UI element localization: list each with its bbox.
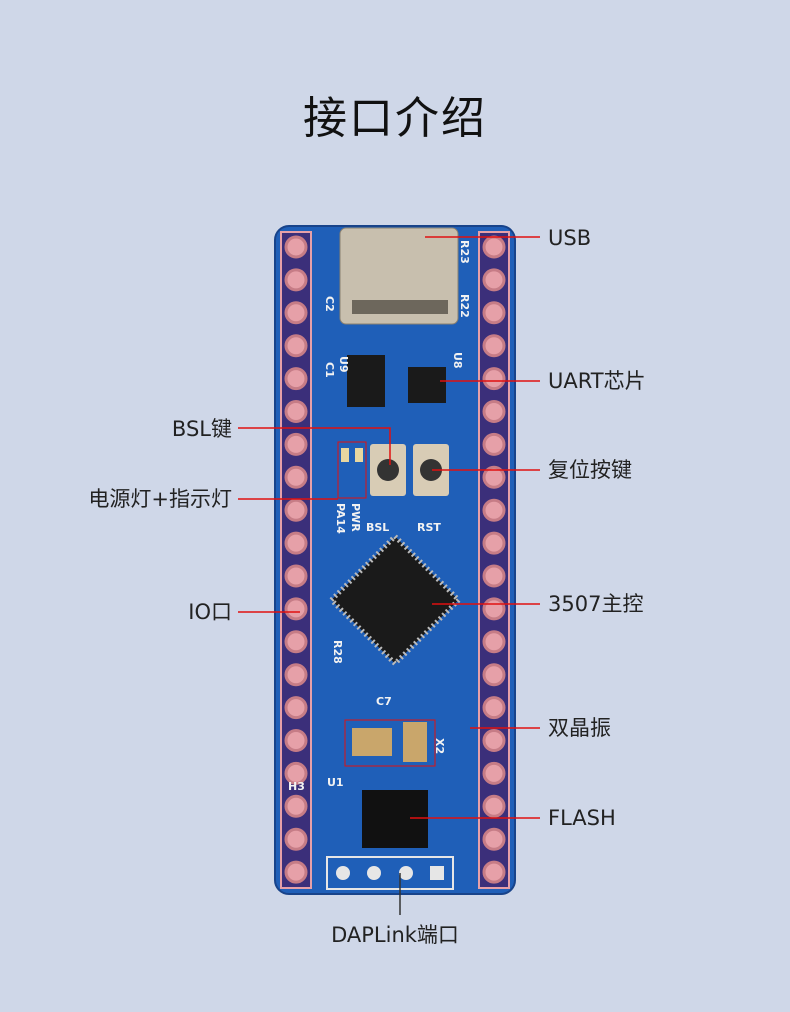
uart-chip — [408, 367, 446, 403]
voltage-regulator — [347, 355, 385, 407]
flash-chip — [362, 790, 428, 848]
header-pin — [284, 663, 308, 687]
label-io: IO口 — [188, 600, 232, 624]
header-pin — [284, 630, 308, 654]
silk-r22: R22 — [458, 294, 471, 318]
header-pin — [284, 827, 308, 851]
header-pin — [482, 400, 506, 423]
mcu-chip — [327, 532, 463, 668]
crystal-2 — [403, 722, 427, 762]
label-mcu: 3507主控 — [548, 592, 644, 616]
header-pin — [284, 597, 308, 621]
header-pin — [284, 432, 308, 456]
header-pin — [482, 794, 506, 818]
silk-u8: U8 — [451, 352, 464, 369]
header-pin — [482, 531, 506, 555]
header-pin — [284, 235, 308, 259]
header-pin — [284, 729, 308, 752]
header-pin — [482, 696, 506, 720]
leader-lines — [238, 236, 540, 915]
header-pin — [482, 432, 506, 456]
header-pin — [284, 564, 308, 588]
label-crystal: 双晶振 — [548, 716, 611, 740]
header-pin — [482, 729, 506, 752]
header-pin — [482, 630, 506, 654]
header-pin — [482, 827, 506, 851]
label-bsl-key: BSL键 — [171, 417, 232, 441]
header-pin — [482, 597, 506, 621]
header-pin — [482, 564, 506, 588]
pcb-board — [274, 225, 516, 895]
silk-x2: X2 — [433, 738, 446, 754]
header-pin — [482, 268, 506, 292]
silk-pwr: PWR — [349, 503, 362, 532]
header-pin — [482, 235, 506, 259]
header-pin — [284, 268, 308, 292]
silk-c7: C7 — [376, 695, 392, 708]
header-pin — [284, 696, 308, 720]
header-pin — [284, 860, 308, 884]
header-pin — [284, 400, 308, 423]
header-pin — [284, 301, 308, 325]
header-pin — [284, 367, 308, 391]
page-title: 接口介绍 — [303, 93, 487, 144]
silk-c2: C2 — [323, 296, 336, 312]
header-pin — [482, 367, 506, 391]
header-pin — [482, 663, 506, 687]
label-uart-chip: UART芯片 — [548, 369, 646, 393]
header-pin — [482, 301, 506, 325]
silk-h3: H3 — [288, 780, 305, 793]
header-pin — [284, 498, 308, 522]
header-pin — [284, 761, 308, 785]
header-pin — [284, 794, 308, 818]
led-indicators — [337, 441, 367, 499]
header-pin — [284, 531, 308, 555]
silk-r28: R28 — [331, 640, 344, 664]
daplink-header — [326, 856, 454, 890]
header-pin — [482, 860, 506, 884]
header-pin — [284, 465, 308, 489]
silk-bsl: BSL — [366, 521, 389, 534]
header-pin — [482, 498, 506, 522]
silkscreen-labels: R23 R22 C2 C1 U9 U8 PA14 PWR BSL RST U1 … — [288, 240, 471, 793]
header-pin — [482, 334, 506, 358]
header-pin — [482, 465, 506, 489]
silk-u9: U9 — [337, 356, 350, 373]
label-usb: USB — [548, 226, 592, 250]
silk-u1: U1 — [327, 776, 344, 789]
header-pin — [482, 761, 506, 785]
label-reset-button: 复位按键 — [548, 458, 632, 482]
crystal-1 — [352, 728, 392, 756]
silk-c1: C1 — [323, 362, 336, 378]
label-leds: 电源灯+指示灯 — [88, 487, 232, 511]
header-pin — [284, 334, 308, 358]
silk-r23: R23 — [458, 240, 471, 264]
silk-pa14: PA14 — [334, 503, 347, 534]
label-flash: FLASH — [548, 806, 616, 830]
silk-rst: RST — [417, 521, 441, 534]
label-daplink: DAPLink端口 — [331, 923, 459, 947]
